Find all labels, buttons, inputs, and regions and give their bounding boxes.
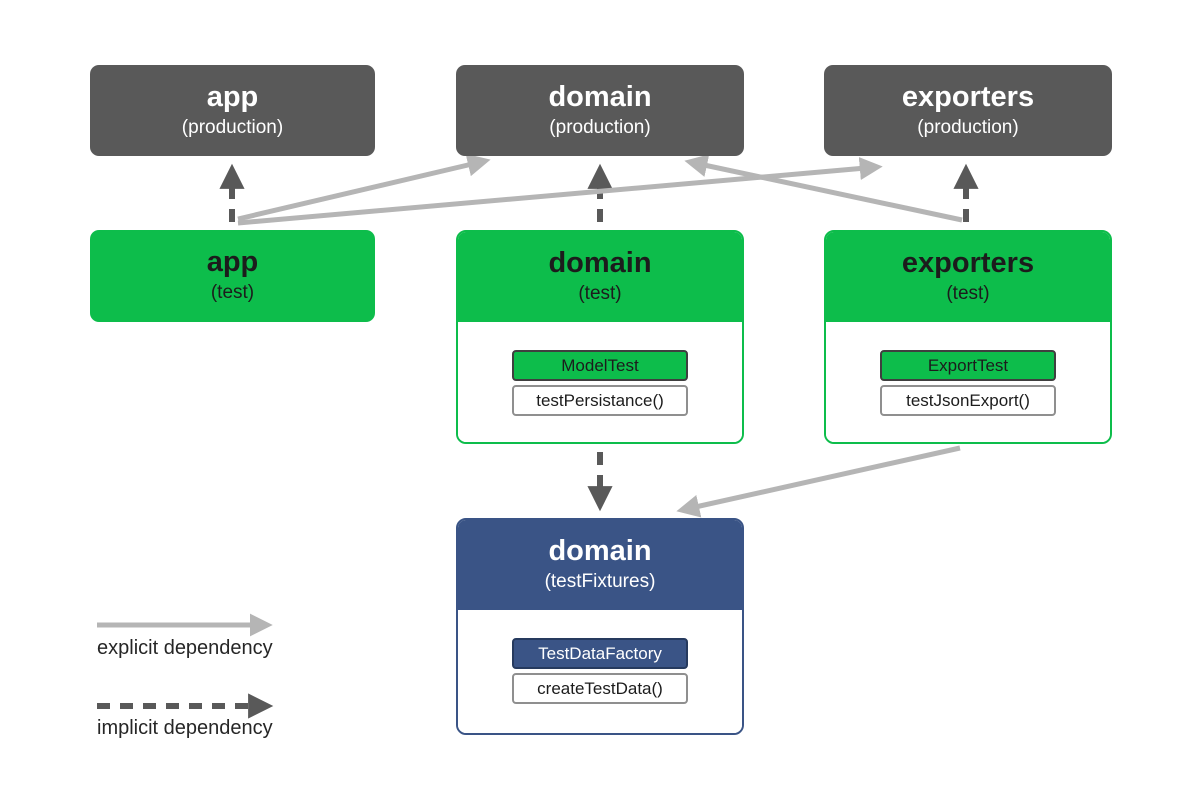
module-body: ExportTest testJsonExport() <box>826 322 1110 442</box>
module-subtitle: (test) <box>210 282 255 304</box>
module-subtitle: (testFixtures) <box>544 571 656 593</box>
module-app-production: app (production) <box>90 65 375 156</box>
module-title: domain <box>548 247 652 280</box>
module-subtitle: (production) <box>181 116 284 138</box>
edge-exporters-test-to-domain-fixtures <box>676 445 961 518</box>
module-title: exporters <box>901 80 1035 113</box>
module-header: exporters (test) <box>826 232 1110 322</box>
module-subtitle: (production) <box>917 116 1019 138</box>
module-title: domain <box>548 535 652 568</box>
module-domain-production: domain (production) <box>456 65 744 156</box>
module-title: domain <box>548 80 652 113</box>
legend-implicit-label: implicit dependency <box>97 717 273 739</box>
module-domain-test: domain (test) ModelTest testPersistance(… <box>456 230 744 444</box>
module-body: TestDataFactory createTestData() <box>458 610 742 733</box>
module-title: app <box>206 80 259 113</box>
module-body: ModelTest testPersistance() <box>458 322 742 442</box>
module-subtitle: (test) <box>946 283 990 305</box>
factory-class-chip: TestDataFactory <box>512 638 688 669</box>
module-title: app <box>206 246 259 279</box>
edge-app-test-to-domain-production <box>237 153 491 222</box>
module-app-test: app (test) <box>90 230 375 322</box>
test-class-chip: ModelTest <box>512 350 688 381</box>
edge-app-test-to-exporters-production <box>237 157 883 226</box>
test-class-chip: ExportTest <box>880 350 1056 381</box>
module-subtitle: (production) <box>549 116 651 138</box>
module-domain-testfixtures: domain (testFixtures) TestDataFactory cr… <box>456 518 744 735</box>
module-exporters-production: exporters (production) <box>824 65 1112 156</box>
test-method-chip: testJsonExport() <box>880 385 1056 416</box>
factory-method-chip: createTestData() <box>512 673 688 704</box>
module-subtitle: (test) <box>578 283 622 305</box>
edge-exporters-test-to-domain-production <box>684 154 963 223</box>
module-header: domain (test) <box>458 232 742 322</box>
module-exporters-test: exporters (test) ExportTest testJsonExpo… <box>824 230 1112 444</box>
module-title: exporters <box>901 247 1035 280</box>
test-method-chip: testPersistance() <box>512 385 688 416</box>
module-header: domain (testFixtures) <box>458 520 742 610</box>
legend-explicit-label: explicit dependency <box>97 637 273 659</box>
